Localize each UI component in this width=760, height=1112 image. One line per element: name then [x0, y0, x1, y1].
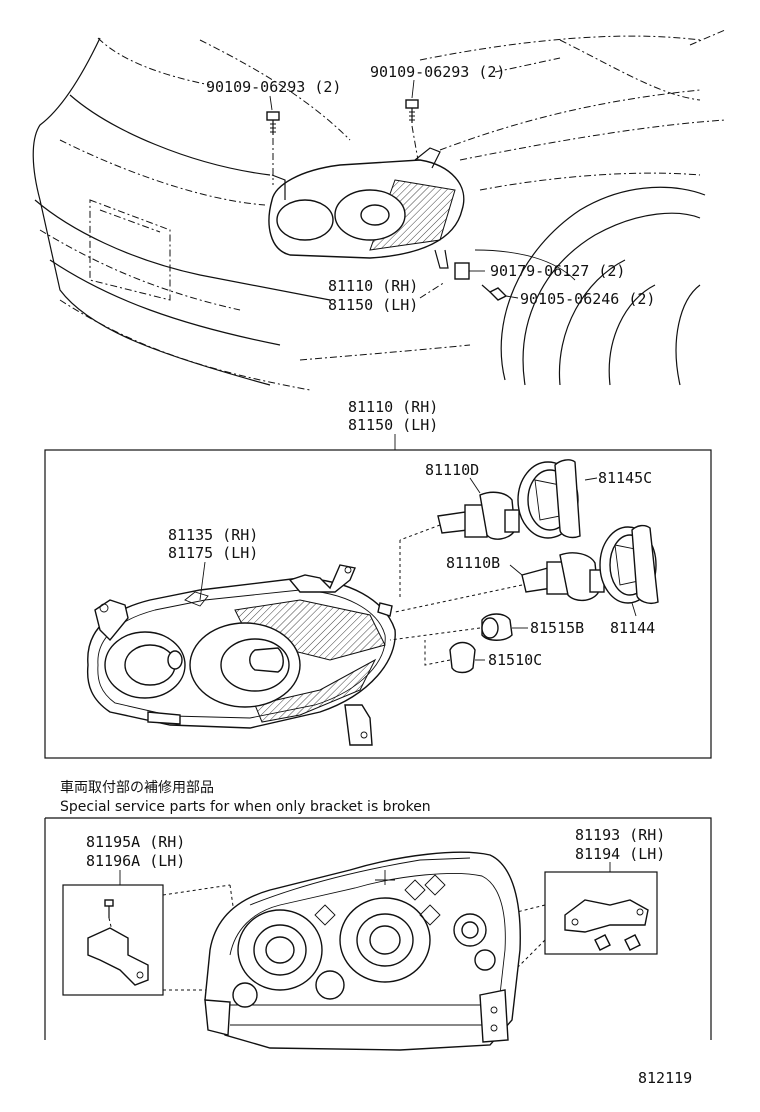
- bracket-a-frame: [62, 884, 164, 996]
- bulb-81510c-icon: [449, 641, 485, 674]
- label-main-assy-lh: 81150 (LH): [348, 416, 438, 434]
- bolt-right-icon: [405, 99, 419, 161]
- label-top-assy-rh: 81110 (RH): [328, 277, 418, 295]
- bolt-left-icon: [266, 111, 280, 185]
- bracket-frame: [544, 871, 658, 955]
- note-japanese: 車両取付部の補修用部品: [60, 779, 214, 796]
- bulb-81110b-icon: [509, 552, 605, 602]
- label-nut: 90179-06127 (2): [490, 262, 625, 280]
- label-bracket-lh: 81194 (LH): [575, 845, 665, 863]
- label-socket-c: 81145C: [598, 469, 652, 487]
- note-english: Special service parts for when only brac…: [60, 799, 431, 815]
- label-top-assy-lh: 81150 (LH): [328, 296, 418, 314]
- headlamp-unit: [86, 564, 396, 746]
- headlamp-mounted: [268, 147, 465, 269]
- clip-nut-icon: [454, 262, 485, 280]
- socket-81515b-icon: [481, 613, 528, 641]
- label-bolt-left: 90109-06293 (2): [206, 78, 341, 96]
- main-assembly-frame: [44, 449, 712, 759]
- bulb-81110d-icon: [437, 477, 520, 540]
- label-bolt-right: 90109-06293 (2): [370, 63, 505, 81]
- label-bracket-a-lh: 81196A (LH): [86, 852, 185, 870]
- bracket-81193-icon: [564, 899, 649, 951]
- headlamp-rear-view: [204, 851, 521, 1051]
- label-bracket-rh: 81193 (RH): [575, 826, 665, 844]
- screw-icon: [481, 284, 519, 301]
- label-bulb-d: 81110D: [425, 461, 479, 479]
- service-parts-frame: [44, 817, 712, 1040]
- label-screw: 90105-06246 (2): [520, 290, 655, 308]
- label-cover: 81144: [610, 619, 655, 637]
- label-unit-rh: 81135 (RH): [168, 526, 258, 544]
- figure-number: 812119: [638, 1069, 692, 1087]
- label-bulb-c: 81510C: [488, 651, 542, 669]
- label-main-assy-rh: 81110 (RH): [348, 398, 438, 416]
- cover-81144-icon: [599, 524, 659, 617]
- label-socket-b: 81515B: [530, 619, 584, 637]
- bracket-81195a-icon: [87, 899, 149, 986]
- label-bulb-b: 81110B: [446, 554, 500, 572]
- car-front-outline: [32, 29, 726, 391]
- label-unit-lh: 81175 (LH): [168, 544, 258, 562]
- label-bracket-a-rh: 81195A (RH): [86, 833, 185, 851]
- socket-81145c-icon: [517, 459, 598, 539]
